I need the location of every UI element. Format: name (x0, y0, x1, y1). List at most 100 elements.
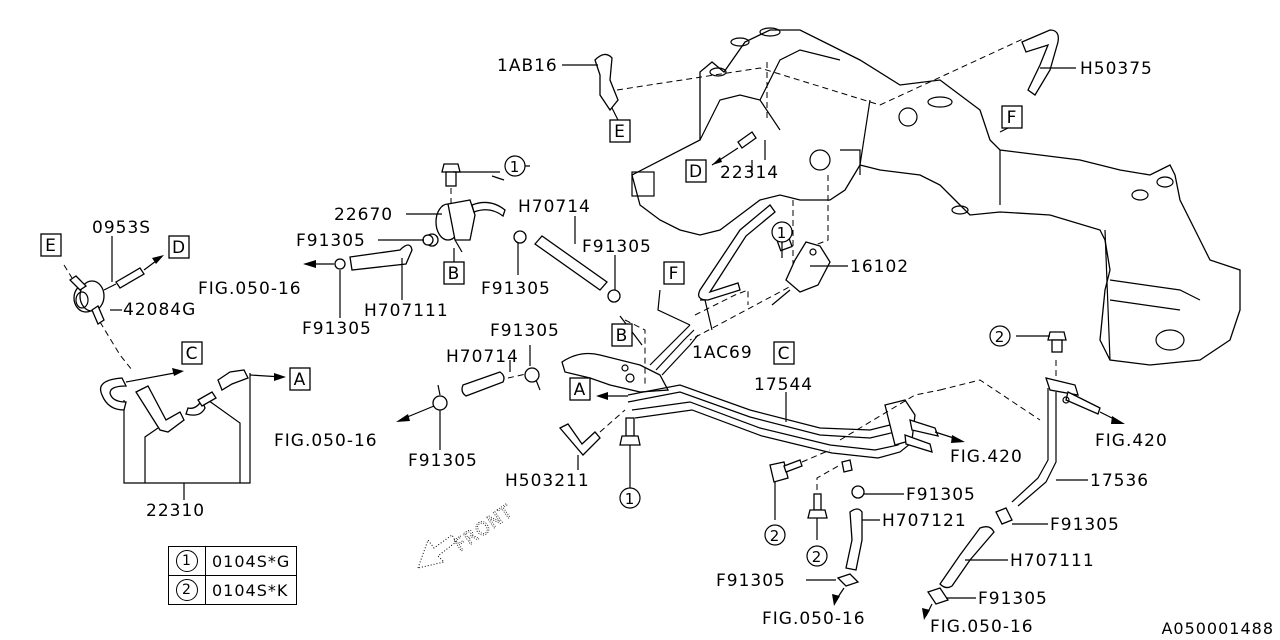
part-label-1ab16: 1AB16 (497, 56, 558, 76)
part-label-f91305: F91305 (302, 319, 372, 339)
callout-number: 1 (176, 550, 198, 572)
hose-h70714-upper (534, 235, 608, 291)
hose-0953s (115, 267, 145, 289)
svg-text:C: C (186, 344, 199, 364)
part-label-h50375: H50375 (1080, 59, 1153, 79)
leader-line (807, 175, 829, 249)
callout-2: 2 (989, 325, 1011, 347)
part-label-0953s: 0953S (92, 218, 151, 238)
callout-2: 2 (764, 524, 786, 546)
part-label-f91305: F91305 (481, 279, 551, 299)
marker-c-mid: C (773, 341, 795, 365)
clamp (836, 573, 860, 587)
hose-h70714-mid (461, 371, 505, 397)
svg-text:A: A (294, 370, 307, 390)
part-label-1ac69: 1AC69 (692, 343, 753, 363)
canister-22310 (99, 369, 251, 484)
part-label-f91305: F91305 (906, 485, 976, 505)
part-label-h503211: H503211 (505, 471, 590, 491)
clamp (432, 395, 448, 411)
svg-text:E: E (45, 236, 57, 256)
svg-text:F: F (1007, 108, 1018, 128)
legend-row: 2 0104S*K (168, 575, 298, 605)
svg-text:2: 2 (770, 527, 781, 545)
part-label-f91305: F91305 (490, 321, 560, 341)
marker-b-top: B (443, 261, 465, 285)
hose-h707121 (845, 508, 863, 571)
part-label-22314: 22314 (720, 163, 779, 183)
part-label-fig-050-16: FIG.050-16 (274, 431, 378, 451)
part-label-f91305: F91305 (978, 589, 1048, 609)
hose-h707111-lower (939, 526, 995, 589)
bolt (807, 493, 828, 519)
legend-part-number: 0104S*K (204, 575, 298, 605)
pipe-17544 (627, 324, 940, 459)
marker-a-mid: A (569, 377, 591, 401)
marker-b-mid: B (611, 323, 633, 347)
svg-text:D: D (689, 162, 703, 182)
svg-text:A: A (574, 380, 587, 400)
part-label-f91305: F91305 (296, 231, 366, 251)
part-label-h707121: H707121 (882, 511, 967, 531)
part-label-17544: 17544 (754, 375, 813, 395)
part-label-fig-050-16: FIG.050-16 (762, 609, 866, 629)
callout-1: 1 (504, 155, 526, 177)
hose-h50375 (1021, 29, 1059, 96)
hose-h503211 (558, 423, 601, 456)
fastener-legend: 1 0104S*G 2 0104S*K (168, 546, 298, 605)
marker-d-left: D (168, 235, 190, 259)
front-label: FRONT (451, 501, 518, 556)
marker-e-left: E (40, 233, 62, 257)
callout-2: 2 (806, 545, 828, 567)
svg-text:F: F (669, 264, 680, 284)
part-label-16102: 16102 (850, 257, 909, 277)
leader-line (616, 67, 881, 106)
part-label-42084g: 42084G (123, 300, 196, 320)
part-label-fig-050-16: FIG.050-16 (930, 617, 1034, 637)
part-label-f91305: F91305 (1050, 515, 1120, 535)
marker-a-left: A (289, 367, 311, 391)
valve-22670 (425, 199, 506, 253)
callout-1: 1 (619, 487, 641, 509)
bolt (1047, 331, 1067, 353)
part-label-h707111-top: H707111 (364, 301, 449, 321)
part-label-fig-420: FIG.420 (1095, 431, 1168, 451)
pipe-bracket (561, 352, 670, 393)
intake-manifold (631, 27, 1241, 366)
svg-text:B: B (448, 264, 461, 284)
svg-text:B: B (616, 326, 629, 346)
part-label-22310: 22310 (146, 501, 205, 521)
part-label-h70714-top: H70714 (518, 197, 591, 217)
bolt (769, 459, 803, 483)
hose-h707111-upper (349, 244, 413, 271)
diagram-reference-code: A050001488 (1161, 619, 1274, 638)
callout-1: 1 (771, 221, 793, 243)
pipe-stub (841, 459, 853, 473)
marker-f-top: F (1001, 105, 1023, 129)
hose-1ab16 (594, 53, 619, 112)
hose-1ac69 (697, 204, 776, 301)
part-label-22670: 22670 (334, 205, 393, 225)
bolt (441, 163, 461, 187)
part-label-h70714-mid: H70714 (446, 347, 519, 367)
part-label-f91305: F91305 (716, 571, 786, 591)
svg-text:1: 1 (510, 158, 521, 176)
bolt (619, 417, 641, 446)
part-label-fig-050-16: FIG.050-16 (198, 279, 302, 299)
marker-c-left: C (181, 341, 203, 365)
clamp (851, 485, 865, 499)
fitting-22314 (737, 131, 757, 149)
svg-text:2: 2 (812, 548, 823, 566)
clamp (926, 587, 950, 605)
marker-e-top: E (609, 119, 631, 143)
svg-text:C: C (778, 344, 791, 364)
part-label-h707111-lower: H707111 (1010, 551, 1095, 571)
svg-text:1: 1 (777, 224, 788, 242)
legend-part-number: 0104S*G (204, 546, 298, 576)
svg-text:E: E (614, 122, 626, 142)
check-valve-42084g (68, 275, 105, 325)
clamp (524, 367, 540, 383)
svg-text:1: 1 (625, 490, 636, 508)
pipe-17536 (1011, 377, 1101, 507)
